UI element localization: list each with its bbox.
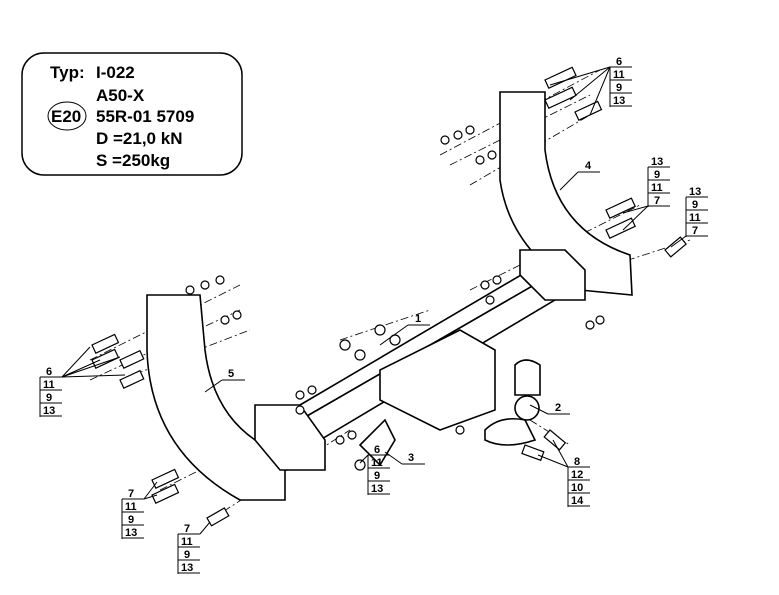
stack-label: 7: [692, 225, 698, 237]
stack-label: 13: [613, 95, 625, 107]
stack-label: 11: [181, 536, 193, 548]
stack-label: 13: [371, 483, 383, 495]
stack-label: 11: [651, 182, 663, 194]
stack-right-mid-a: 13 9 11 7: [622, 156, 670, 231]
stack-label: 9: [128, 514, 134, 526]
right-bracket-part-4: [499, 91, 633, 296]
stack-label: 8: [574, 456, 580, 468]
stack-label: 7: [654, 195, 660, 207]
stack-label: 6: [616, 56, 622, 68]
approval-info-box: Typ: I-022 A50-X E20 55R-01 5709 D =21,0…: [21, 52, 243, 176]
type-label: Typ:: [50, 63, 85, 82]
stack-label: 11: [125, 501, 137, 513]
part-label-1: 1: [415, 313, 421, 325]
stack-label: 6: [46, 366, 52, 378]
stack-label: 14: [571, 495, 584, 507]
stack-center: 6 11 9 13: [359, 444, 390, 495]
left-mount-plate: [254, 404, 326, 471]
approval-number: 55R-01 5709: [96, 107, 194, 126]
s-value: S =250kg: [96, 151, 170, 170]
stack-label: 9: [374, 470, 380, 482]
socket-plate-part-3: [358, 418, 396, 467]
stack-label: 10: [571, 482, 583, 494]
fasteners: [91, 66, 687, 527]
stack-label: 13: [181, 562, 193, 574]
part-label-2: 2: [555, 402, 561, 414]
stack-label: 12: [571, 469, 583, 481]
stack-label: 6: [374, 444, 380, 456]
left-bracket-part-5: [146, 294, 286, 501]
stack-left: 6 11 9 13: [39, 346, 126, 417]
type-value: I-022: [96, 63, 135, 82]
part-label-3: 3: [408, 452, 414, 464]
stack-ball: 8 12 10 14: [537, 439, 590, 507]
approval-mark-circle: [47, 101, 87, 131]
part-callouts: 1 2 3 4 5: [204, 160, 600, 465]
stack-right-mid-b: 13 9 11 7: [670, 186, 708, 248]
stack-label: 11: [43, 379, 55, 391]
stack-label: 13: [689, 186, 701, 198]
stack-label: 9: [184, 549, 190, 561]
stack-label: 7: [184, 523, 190, 535]
stack-label: 9: [46, 392, 52, 404]
tow-ball-part-2: [484, 359, 541, 446]
class-value: A50-X: [96, 86, 145, 105]
stack-label: 11: [371, 457, 383, 469]
stack-label: 13: [125, 527, 137, 539]
stack-label: 9: [692, 199, 698, 211]
stack-label: 9: [654, 169, 660, 181]
stack-top-right: 6 11 9 13: [549, 56, 632, 116]
stack-bottom-left-b: 7 11 9 13: [177, 521, 211, 574]
stack-label: 7: [128, 488, 134, 500]
d-value: D =21,0 kN: [96, 129, 182, 148]
approval-mark: E20: [51, 107, 81, 126]
stack-label: 11: [613, 69, 625, 81]
stack-label: 13: [43, 405, 55, 417]
stack-label: 9: [616, 82, 622, 94]
stack-label: 13: [651, 156, 663, 168]
part-label-5: 5: [228, 368, 234, 380]
right-mount-plate: [519, 249, 586, 301]
receiver-box: [379, 329, 496, 431]
stack-bottom-left-a: 7 11 9 13: [121, 481, 158, 539]
part-label-4: 4: [585, 160, 592, 172]
stack-label: 11: [689, 212, 701, 224]
